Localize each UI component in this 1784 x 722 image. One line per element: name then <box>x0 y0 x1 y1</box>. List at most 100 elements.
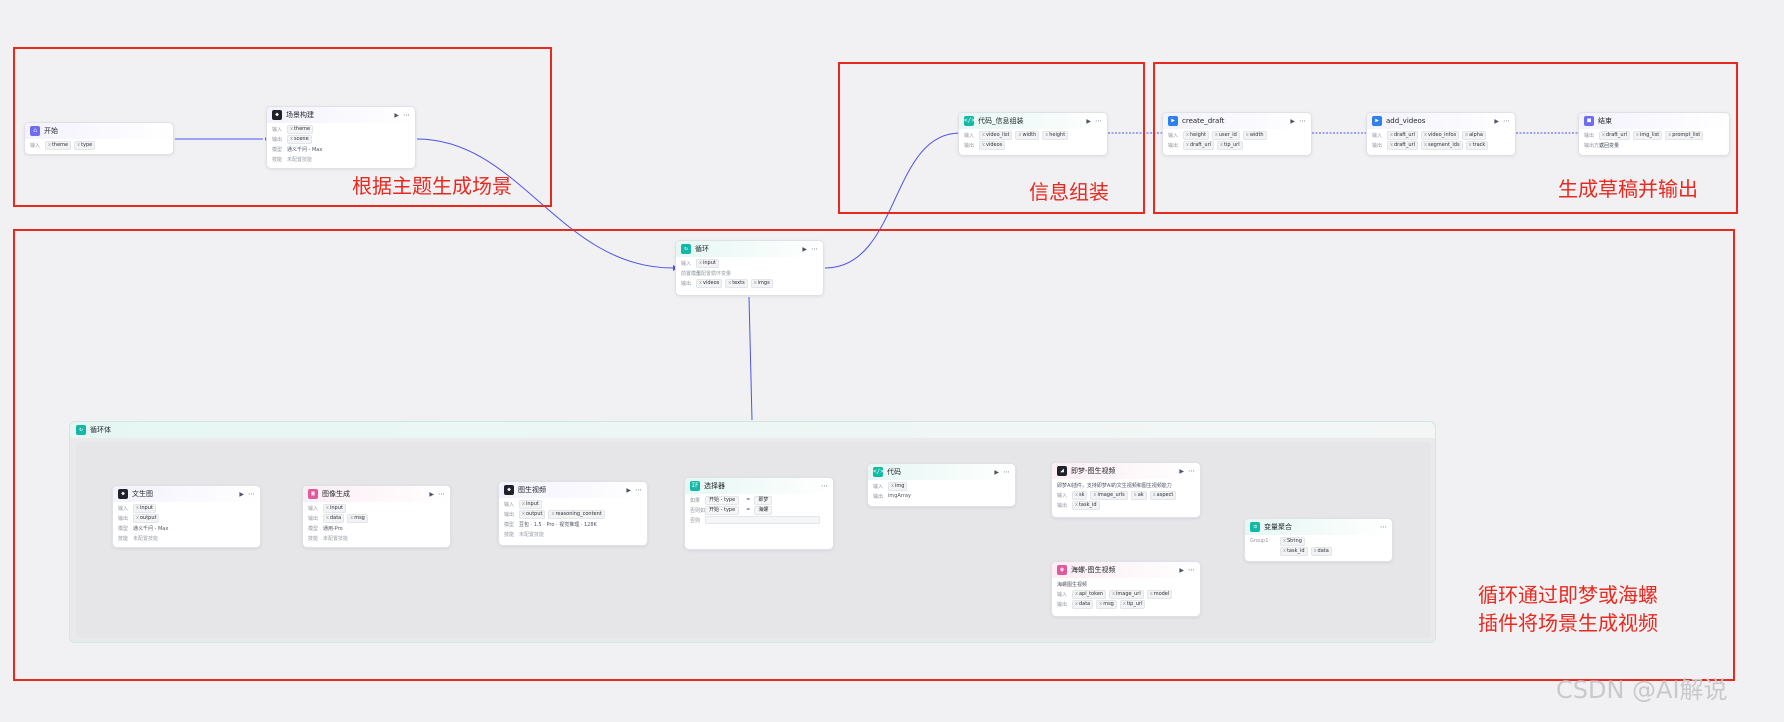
more-icon[interactable]: ⋯ <box>1503 117 1510 125</box>
run-icon[interactable]: ▶ <box>1290 117 1295 125</box>
row-label: 输入 <box>30 142 41 149</box>
model-name: 通用-Pro <box>323 525 343 532</box>
run-icon[interactable]: ▶ <box>1179 566 1184 574</box>
if-icon: IF <box>690 481 700 491</box>
more-icon[interactable]: ⋯ <box>1380 523 1387 531</box>
var-chip: xuser_id <box>1211 130 1240 140</box>
node-title: 图生视频 <box>518 486 546 494</box>
more-icon[interactable]: ⋯ <box>1188 566 1195 574</box>
condition-right[interactable]: 即梦 <box>754 495 773 505</box>
loop-body-title: 循环体 <box>90 426 111 434</box>
node-hailuo[interactable]: ◉ 海螺-图生视频 ▶ ⋯ 海螺图生视频 输入 xapi_token ximag… <box>1051 561 1201 617</box>
model-icon: ◆ <box>118 489 128 499</box>
var-chip: xscene <box>287 134 312 144</box>
var-chip: xtrack <box>1465 140 1489 150</box>
annotation-output: 生成草稿并输出 <box>1558 177 1698 201</box>
var-chip: xdraft_url <box>1387 130 1419 140</box>
var-chip: xinput <box>133 503 156 513</box>
more-icon[interactable]: ⋯ <box>1003 468 1010 476</box>
node-add-videos[interactable]: ▶ add_videos ▶ ⋯ 输入 xdraft_url xvideo_in… <box>1366 112 1516 156</box>
node-title: 海螺-图生视频 <box>1071 566 1116 574</box>
var-chip: xmsg <box>1096 599 1117 609</box>
node-aggregate[interactable]: ⇉ 变量聚合 ⋯ Group1 xString xtask_id xdata <box>1244 518 1393 562</box>
node-title: 代码 <box>887 468 901 476</box>
run-icon[interactable]: ▶ <box>802 245 807 253</box>
else-branch <box>705 516 820 524</box>
output-var: imgArray <box>888 493 911 499</box>
condition-right[interactable]: 海螺 <box>754 505 773 515</box>
region-assemble <box>838 62 1145 214</box>
run-icon[interactable]: ▶ <box>1086 117 1091 125</box>
watermark: CSDN @AI解说 <box>1556 676 1728 704</box>
loop-var: 未配置循环变量 <box>696 270 732 277</box>
condition-left[interactable]: 开始 - type <box>705 495 740 505</box>
node-code-info[interactable]: </> 代码_信息组装 ▶ ⋯ 输入 xvideo_list xwidth xh… <box>958 112 1108 156</box>
var-chip: xdata <box>1310 546 1332 556</box>
condition-operator: = <box>746 497 751 503</box>
var-chip: xprompt_list <box>1665 130 1704 140</box>
var-chip: xtheme <box>45 140 72 150</box>
loop-icon: ↻ <box>681 244 691 254</box>
node-end[interactable]: ■ 结束 输出 xdraft_url ximg_list xprompt_lis… <box>1578 112 1730 156</box>
node-title: 变量聚合 <box>1264 523 1292 531</box>
code-icon: </> <box>964 116 975 126</box>
run-icon[interactable]: ▶ <box>429 490 434 498</box>
var-chip: xString <box>1280 536 1305 546</box>
var-chip: xtask_id <box>1280 546 1308 556</box>
node-start[interactable]: ⌂ 开始 输入 xtheme xtype <box>24 122 174 155</box>
node-create-draft[interactable]: ▶ create_draft ▶ ⋯ 输入 xheight xuser_id x… <box>1162 112 1312 156</box>
edge-loop-body <box>748 296 753 421</box>
more-icon[interactable]: ⋯ <box>1299 117 1306 125</box>
run-icon[interactable]: ▶ <box>1179 467 1184 475</box>
run-icon[interactable]: ▶ <box>1494 117 1499 125</box>
more-icon[interactable]: ⋯ <box>438 490 445 498</box>
node-title: 代码_信息组装 <box>978 117 1024 125</box>
more-icon[interactable]: ⋯ <box>635 486 642 494</box>
condition-left[interactable]: 开始 - type <box>705 505 740 515</box>
plugin-desc: 海螺图生视频 <box>1057 581 1088 588</box>
run-icon[interactable]: ▶ <box>626 486 631 494</box>
model-name: 豆包 · 1.5 · Pro · 视觉推理 · 128K <box>519 521 597 528</box>
more-icon[interactable]: ⋯ <box>248 490 255 498</box>
more-icon[interactable]: ⋯ <box>811 245 818 253</box>
more-icon[interactable]: ⋯ <box>403 111 410 119</box>
var-chip: ximage_url <box>1109 589 1144 599</box>
var-chip: xwidth <box>1015 130 1040 140</box>
annotation-loop-1: 循环通过即梦或海螺 <box>1478 583 1658 607</box>
node-title: 图像生成 <box>322 490 350 498</box>
var-chip: xapi_token <box>1072 589 1107 599</box>
run-icon[interactable]: ▶ <box>394 111 399 119</box>
var-chip: xtip_url <box>1217 140 1243 150</box>
region-output <box>1153 62 1738 214</box>
node-selector[interactable]: IF 选择器 ⋯ 如果 开始 - type = 即梦 否则如果 开始 - typ… <box>684 477 834 550</box>
var-chip: xvideo_infos <box>1421 130 1460 140</box>
var-chip: xoutput <box>133 513 160 523</box>
annotation-loop-2: 插件将场景生成视频 <box>1478 611 1658 635</box>
run-icon[interactable]: ▶ <box>239 490 244 498</box>
var-chip: xsegment_ids <box>1421 140 1463 150</box>
more-icon[interactable]: ⋯ <box>1188 467 1195 475</box>
annotation-assemble: 信息组装 <box>1029 180 1109 204</box>
var-chip: xaspect <box>1149 490 1177 500</box>
var-chip: xtip_url <box>1119 599 1146 609</box>
run-icon[interactable]: ▶ <box>994 468 999 476</box>
condition-operator: = <box>746 507 751 513</box>
var-chip: xmsg <box>347 513 368 523</box>
plugin-desc: 即梦AI插件，支持即梦AI的文生视频和图生视频能力 <box>1057 482 1172 489</box>
node-title: 即梦-图生视频 <box>1071 467 1116 475</box>
node-jimeng[interactable]: ◢ 即梦-图生视频 ▶ ⋯ 即梦AI插件，支持即梦AI的文生视频和图生视频能力 … <box>1051 462 1201 518</box>
more-icon[interactable]: ⋯ <box>821 482 828 490</box>
model-name: 通义千问 - Max <box>133 525 169 532</box>
more-icon[interactable]: ⋯ <box>1095 117 1102 125</box>
plugin-icon: ◉ <box>1057 565 1067 575</box>
code-icon: </> <box>873 467 884 477</box>
skill-value: 未配置技能 <box>133 535 159 542</box>
plugin-icon: ▶ <box>1372 116 1382 126</box>
var-chip: ximg_list <box>1633 130 1663 140</box>
